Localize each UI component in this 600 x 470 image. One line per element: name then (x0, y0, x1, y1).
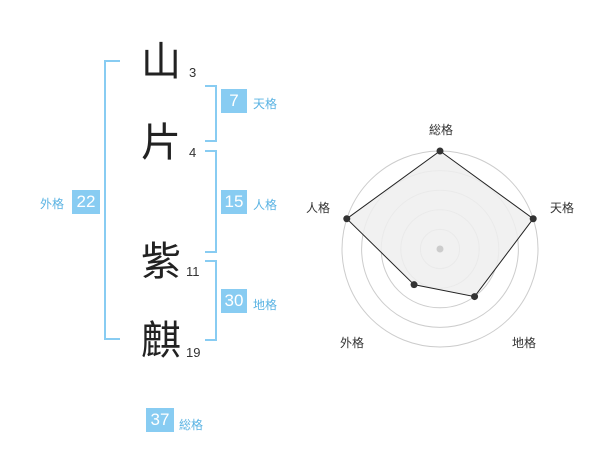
name-char-4: 麒 (141, 318, 181, 364)
jinkaku-badge: 15 (221, 190, 247, 214)
radar-shape (346, 150, 534, 298)
stroke-count-4: 19 (186, 345, 201, 360)
radar-center-dot (436, 245, 444, 253)
tenkaku-bracket (205, 85, 217, 142)
soukaku-label: 総格 (179, 418, 204, 432)
radar-label-soukaku: 総格 (429, 122, 453, 137)
name-char-1: 山 (141, 39, 181, 85)
radar-label-gaikaku: 外格 (340, 335, 364, 350)
tenkaku-badge: 7 (221, 89, 247, 113)
chikaku-label: 地格 (253, 298, 278, 312)
chikaku-bracket (205, 260, 217, 341)
radar-point-3 (471, 293, 479, 301)
radar-point-5 (343, 215, 351, 223)
gaikaku-badge: 22 (72, 190, 100, 214)
radar-point-1 (436, 147, 444, 155)
gaikaku-bracket (104, 60, 120, 340)
radar-point-4 (410, 281, 418, 289)
soukaku-badge: 37 (146, 408, 174, 432)
name-char-2: 片 (141, 120, 181, 166)
tenkaku-label: 天格 (253, 97, 278, 111)
gaikaku-label: 外格 (40, 197, 65, 211)
radar-point-2 (529, 215, 537, 223)
jinkaku-bracket (205, 150, 217, 253)
radar-label-jinkaku: 人格 (306, 200, 330, 215)
radar-label-tenkaku: 天格 (550, 200, 574, 215)
stroke-count-3: 11 (186, 264, 200, 279)
jinkaku-label: 人格 (253, 198, 278, 212)
chikaku-badge: 30 (221, 289, 247, 313)
stroke-count-1: 3 (189, 65, 197, 80)
name-char-3: 紫 (141, 239, 181, 285)
radar-label-chikaku: 地格 (512, 335, 536, 350)
stroke-count-2: 4 (189, 145, 197, 160)
